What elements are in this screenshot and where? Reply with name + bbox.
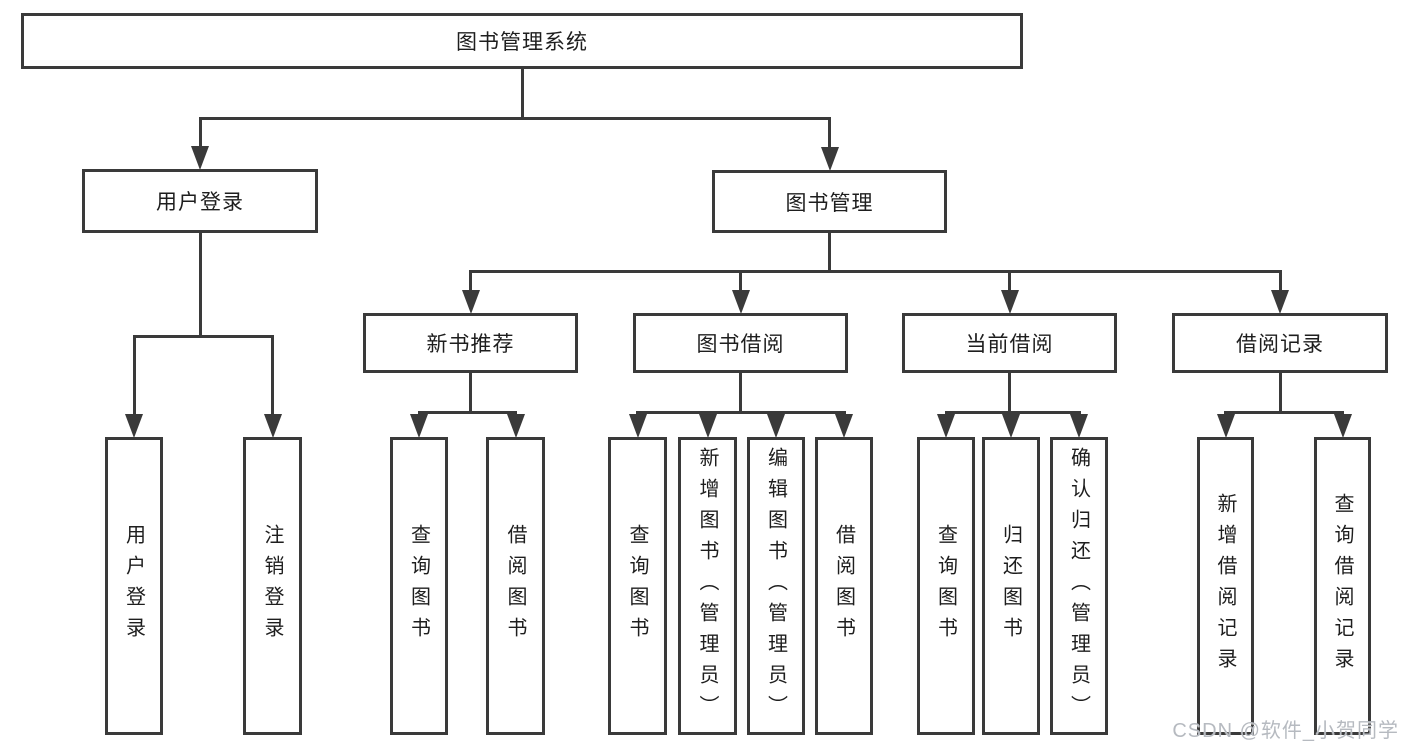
arrow-head [125,414,143,438]
node-label: 用户登录 [156,191,244,214]
connector-line [469,270,1282,273]
diagram-node-new-book-recommend: 新书推荐 [363,313,578,373]
node-label: 图书管理 [785,191,874,215]
arrow-head [767,414,785,438]
arrow-head [1333,414,1352,438]
connector-line [1008,372,1011,414]
node-label: 新书推荐 [426,333,515,356]
diagram-node-current-borrowing: 当前借阅 [902,313,1117,373]
connector-line [1278,270,1282,309]
node-label: 图书借阅 [696,333,785,356]
connector-line [198,117,831,120]
connector-line [417,411,517,414]
node-label: 查询图书 [407,524,430,648]
diagram-node-leaf-add-books: 新增图书（管理员） [678,437,737,735]
arrow-head [506,414,525,438]
arrow-head [820,147,839,171]
diagram-node-leaf-logout: 注销登录 [243,437,302,735]
diagram-node-leaf-edit-books: 编辑图书（管理员） [747,437,805,735]
node-label: 注销登录 [261,524,283,648]
connector-line [132,335,136,433]
node-label: 借阅图书 [832,524,855,648]
node-label: 归还图书 [999,524,1022,648]
connector-line [198,232,202,338]
arrow-head [410,414,428,438]
connector-line [469,270,472,309]
diagram-node-leaf-borrow-books-2: 借阅图书 [815,437,873,735]
arrow-head [1216,414,1235,438]
diagram-node-book-management: 图书管理 [712,170,947,233]
diagram-node-leaf-user-login: 用户登录 [105,437,163,735]
arrow-head [1070,414,1088,438]
connector-line [1278,372,1282,414]
diagram-node-leaf-add-borrow-record: 新增借阅记录 [1197,437,1254,735]
diagram-node-leaf-query-books-1: 查询图书 [390,437,448,735]
arrow-head [461,290,480,314]
connector-line [520,68,524,120]
arrow-head [937,414,955,438]
node-label: 当前借阅 [965,333,1054,356]
node-label: 查询图书 [934,524,957,648]
diagram-node-leaf-confirm-return: 确认归还（管理员） [1050,437,1108,735]
arrow-head [191,146,209,170]
node-label: 图书管理系统 [456,31,588,54]
node-label: 编辑图书（管理员） [764,446,787,726]
connector-line [739,372,742,414]
connector-line [132,335,274,338]
connector-line [828,232,831,273]
connector-line [198,117,202,165]
arrow-head [1000,290,1019,314]
diagram-node-borrowing-records: 借阅记录 [1172,313,1388,373]
arrow-head [731,290,750,314]
diagram-node-user-login: 用户登录 [82,169,318,233]
arrow-head [1002,414,1020,438]
connector-line [828,117,831,166]
arrow-head [628,414,647,438]
connector-line [944,411,1081,414]
node-label: 借阅记录 [1236,333,1324,356]
node-label: 借阅图书 [504,524,526,648]
diagram-node-leaf-query-books-3: 查询图书 [917,437,975,735]
diagram-node-leaf-query-books-2: 查询图书 [608,437,667,735]
node-label: 查询借阅记录 [1331,493,1353,679]
diagram-node-book-borrowing: 图书借阅 [633,313,848,373]
node-label: 查询图书 [626,524,648,648]
arrow-head [1271,290,1289,314]
node-label: 用户登录 [122,524,145,648]
node-label: 新增图书（管理员） [696,446,718,726]
node-label: 新增借阅记录 [1214,493,1236,679]
diagram-node-leaf-return-books: 归还图书 [982,437,1040,735]
connector-line [271,335,274,433]
connector-line [1224,411,1344,414]
node-label: 确认归还（管理员） [1067,446,1090,726]
connector-line [1008,270,1011,309]
arrow-head [835,414,853,438]
diagram-node-leaf-query-borrow-record: 查询借阅记录 [1314,437,1371,735]
connector-line [469,372,472,414]
connector-line [636,411,846,414]
arrow-head [698,414,717,438]
diagram-node-leaf-borrow-books-1: 借阅图书 [486,437,545,735]
connector-line [739,270,742,309]
diagram-node-root: 图书管理系统 [21,13,1023,69]
arrow-head [263,414,282,438]
